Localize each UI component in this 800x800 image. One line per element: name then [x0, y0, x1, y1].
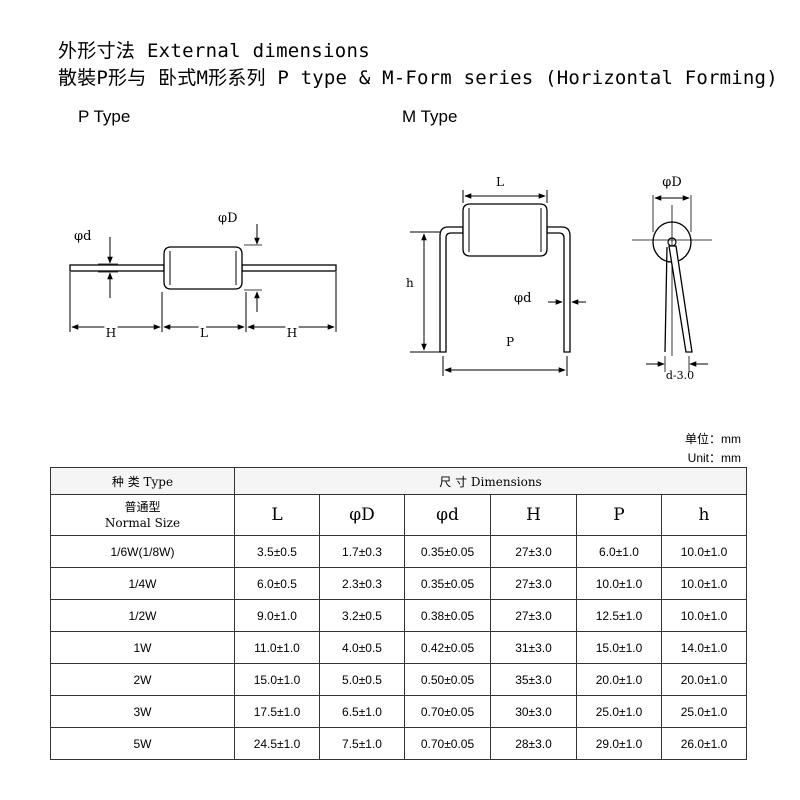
table-row: 1W 11.0±1.0 4.0±0.5 0.42±0.05 31±3.0 15.…	[50, 631, 747, 664]
cell-L: 6.0±0.5	[234, 567, 320, 600]
cell-phi-d: 0.42±0.05	[404, 631, 491, 664]
table-subheader-row: 普通型 Normal Size L φD φd H P h	[50, 494, 747, 536]
type-header: 种 类 Type	[50, 467, 235, 495]
m-type-diagram	[410, 190, 712, 376]
m-end-view-lead	[668, 245, 693, 353]
m-left-lead	[439, 226, 464, 353]
cell-type: 1/2W	[50, 599, 235, 632]
m-h-label: h	[406, 276, 414, 290]
p-resistor-body	[163, 246, 243, 290]
p-phi-d-label: φd	[74, 229, 91, 244]
cell-h: 26.0±1.0	[661, 727, 747, 760]
col-header-phi-d: φd	[404, 494, 491, 536]
unit-cn: 单位：mm	[685, 432, 741, 446]
p-body-caps	[169, 251, 237, 285]
unit-en: Unit：mm	[687, 451, 741, 465]
m-end-phi-D-label: φD	[662, 175, 682, 190]
p-H-left-label: H	[106, 326, 116, 340]
col-header-phi-D: φD	[319, 494, 405, 536]
cell-phi-D: 1.7±0.3	[319, 535, 405, 568]
p-H-right-label: H	[287, 326, 297, 340]
cell-L: 15.0±1.0	[234, 663, 320, 696]
cell-H: 35±3.0	[490, 663, 577, 696]
m-L-label: L	[496, 175, 504, 189]
p-type-diagram	[69, 224, 337, 332]
m-d-3-label: d-3.0	[666, 369, 694, 382]
cell-L: 11.0±1.0	[234, 631, 320, 664]
table-row: 5W 24.5±1.0 7.5±1.0 0.70±0.05 28±3.0 29.…	[50, 727, 747, 760]
table-row: 1/4W 6.0±0.5 2.3±0.3 0.35±0.05 27±3.0 10…	[50, 567, 747, 600]
cell-L: 17.5±1.0	[234, 695, 320, 728]
cell-type: 2W	[50, 663, 235, 696]
cell-type: 1W	[50, 631, 235, 664]
cell-type: 1/6W(1/8W)	[50, 535, 235, 568]
title-external-dimensions: 外形寸法 External dimensions	[58, 40, 370, 62]
cell-phi-d: 0.35±0.05	[404, 567, 491, 600]
cell-phi-d: 0.38±0.05	[404, 599, 491, 632]
cell-h: 25.0±1.0	[661, 695, 747, 728]
cell-H: 31±3.0	[490, 631, 577, 664]
col-header-L: L	[234, 494, 320, 536]
p-phi-D-label: φD	[218, 211, 238, 226]
cell-phi-d: 0.35±0.05	[404, 535, 491, 568]
table-row: 3W 17.5±1.0 6.5±1.0 0.70±0.05 30±3.0 25.…	[50, 695, 747, 728]
cell-phi-d: 0.50±0.05	[404, 663, 491, 696]
cell-H: 27±3.0	[490, 535, 577, 568]
m-resistor-body	[462, 203, 548, 257]
m-phi-d-label: φd	[514, 291, 531, 306]
cell-phi-D: 2.3±0.3	[319, 567, 405, 600]
table-row: 1/2W 9.0±1.0 3.2±0.5 0.38±0.05 27±3.0 12…	[50, 599, 747, 632]
cell-H: 27±3.0	[490, 567, 577, 600]
cell-h: 10.0±1.0	[661, 567, 747, 600]
cell-phi-D: 4.0±0.5	[319, 631, 405, 664]
cell-h: 10.0±1.0	[661, 599, 747, 632]
normal-size-header: 普通型 Normal Size	[50, 494, 235, 536]
cell-H: 27±3.0	[490, 599, 577, 632]
cell-type: 3W	[50, 695, 235, 728]
normal-size-en: Normal Size	[104, 516, 181, 530]
cell-L: 24.5±1.0	[234, 727, 320, 760]
cell-h: 14.0±1.0	[661, 631, 747, 664]
cell-h: 20.0±1.0	[661, 663, 747, 696]
cell-L: 9.0±1.0	[234, 599, 320, 632]
cell-h: 10.0±1.0	[661, 535, 747, 568]
cell-P: 12.5±1.0	[576, 599, 662, 632]
cell-phi-D: 3.2±0.5	[319, 599, 405, 632]
normal-size-cn: 普通型	[124, 500, 161, 514]
dimensions-header: 尺 寸 Dimensions	[234, 467, 747, 495]
cell-P: 25.0±1.0	[576, 695, 662, 728]
dimensions-table: 种 类 Type 尺 寸 Dimensions 普通型 Normal Size …	[50, 467, 747, 760]
cell-phi-D: 6.5±1.0	[319, 695, 405, 728]
cell-P: 10.0±1.0	[576, 567, 662, 600]
cell-phi-D: 7.5±1.0	[319, 727, 405, 760]
cell-H: 28±3.0	[490, 727, 577, 760]
p-left-lead	[69, 264, 165, 272]
title-series: 散裝P形与 卧式M形系列 P type & M-Form series (Hor…	[58, 67, 778, 89]
p-type-label: P Type	[78, 107, 131, 126]
p-L-label: L	[200, 326, 208, 340]
dimension-diagrams: φd φD H L H	[69, 175, 712, 382]
table-header-row: 种 类 Type 尺 寸 Dimensions	[50, 467, 747, 495]
m-P-label: P	[506, 335, 514, 349]
cell-phi-d: 0.70±0.05	[404, 695, 491, 728]
cell-P: 6.0±1.0	[576, 535, 662, 568]
cell-phi-d: 0.70±0.05	[404, 727, 491, 760]
col-header-H: H	[490, 494, 577, 536]
m-right-lead	[546, 226, 571, 353]
cell-P: 20.0±1.0	[576, 663, 662, 696]
cell-H: 30±3.0	[490, 695, 577, 728]
cell-L: 3.5±0.5	[234, 535, 320, 568]
table-row: 2W 15.0±1.0 5.0±0.5 0.50±0.05 35±3.0 20.…	[50, 663, 747, 696]
cell-P: 15.0±1.0	[576, 631, 662, 664]
cell-phi-D: 5.0±0.5	[319, 663, 405, 696]
cell-type: 1/4W	[50, 567, 235, 600]
cell-P: 29.0±1.0	[576, 727, 662, 760]
p-right-lead	[241, 264, 337, 272]
m-type-label: M Type	[402, 107, 458, 126]
col-header-h: h	[661, 494, 747, 536]
col-header-P: P	[576, 494, 662, 536]
cell-type: 5W	[50, 727, 235, 760]
table-row: 1/6W(1/8W) 3.5±0.5 1.7±0.3 0.35±0.05 27±…	[50, 535, 747, 568]
